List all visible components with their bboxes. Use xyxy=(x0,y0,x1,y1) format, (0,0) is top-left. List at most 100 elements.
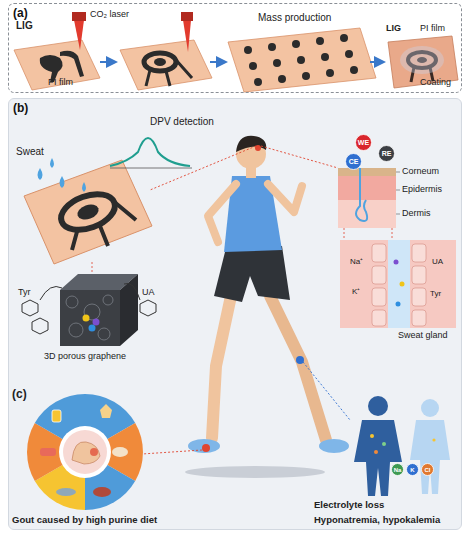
ion-dot xyxy=(370,434,374,438)
ion-dot xyxy=(382,442,386,446)
figure-body xyxy=(410,420,450,494)
body-figure-light xyxy=(410,399,450,494)
lig-electrode xyxy=(154,58,166,66)
text-label: Corneum xyxy=(402,167,439,177)
lig-electrode xyxy=(278,75,286,83)
electrode-circle: WE xyxy=(355,134,372,151)
panel-box: (b)WECERENaKCl xyxy=(8,98,462,530)
corneum-layer xyxy=(338,168,396,176)
text-label: UA xyxy=(432,258,443,267)
sensor-spot xyxy=(296,356,304,364)
process-arrow xyxy=(100,61,116,63)
cell xyxy=(372,310,386,326)
tyr-molecule xyxy=(22,300,38,316)
ground-shadow xyxy=(185,466,325,478)
text-label: Sweat xyxy=(16,146,44,157)
cell xyxy=(412,244,426,262)
cell xyxy=(412,266,426,284)
binding-arc xyxy=(124,283,140,300)
liver-icon xyxy=(93,487,111,497)
molecule-dot xyxy=(89,325,96,332)
text-label: PI film xyxy=(48,78,73,88)
circle-label: Na xyxy=(394,467,402,473)
process-arrow xyxy=(210,61,226,63)
text-label: Mass production xyxy=(258,12,331,23)
lig-electrode xyxy=(268,43,276,51)
cell xyxy=(372,288,386,306)
circle-label: WE xyxy=(358,139,369,146)
lig-electrode xyxy=(297,56,305,64)
cell xyxy=(372,244,386,262)
text-label: Coating xyxy=(420,78,451,88)
circle-shape xyxy=(422,464,434,476)
runner-shoe xyxy=(319,439,349,453)
pi-film xyxy=(120,40,212,90)
lig-electrode xyxy=(302,72,310,80)
runner-hair xyxy=(236,136,266,152)
panel-background xyxy=(8,98,462,530)
lig-electrode xyxy=(244,46,252,54)
circle-shape xyxy=(346,154,362,170)
gland-channel xyxy=(388,240,410,328)
tick xyxy=(396,214,400,215)
panel-label: (b) xyxy=(13,101,28,115)
porous-texture xyxy=(66,295,113,340)
laser-head xyxy=(72,12,86,21)
leader-line xyxy=(142,450,202,454)
pore xyxy=(103,295,113,305)
zoom-line xyxy=(92,262,93,272)
lig-electrode xyxy=(292,40,300,48)
tyr-molecule xyxy=(32,318,48,334)
working-electrode xyxy=(75,202,100,223)
cell xyxy=(372,266,386,284)
sensor-patch xyxy=(24,160,152,264)
text-label: Sweat gland xyxy=(398,331,448,341)
text-label: Epidermis xyxy=(402,185,442,195)
text-label: Tyr xyxy=(430,290,441,299)
lig-electrode xyxy=(350,66,358,74)
body-figure-dark xyxy=(354,396,402,496)
text-label: LIG xyxy=(16,20,33,31)
cell xyxy=(412,288,426,306)
pi-film xyxy=(14,40,100,90)
text-label: Tyr xyxy=(18,288,31,298)
leader-line xyxy=(303,362,350,420)
sweat-drop xyxy=(38,158,87,192)
lig-electrode xyxy=(254,78,262,86)
binding-arc xyxy=(40,287,62,301)
figure-head xyxy=(421,399,439,417)
ion-dot xyxy=(394,260,399,265)
ion-circle: Cl xyxy=(421,463,434,476)
runner-arm xyxy=(268,184,302,212)
runner-arm xyxy=(208,184,236,242)
text-label: Electrolyte loss xyxy=(314,500,384,510)
runner-shorts xyxy=(214,246,290,302)
beer-icon xyxy=(52,410,61,422)
gland-tissue xyxy=(340,240,456,328)
fish-icon xyxy=(56,488,76,496)
lig-electrode xyxy=(326,69,334,77)
dpv-axis xyxy=(110,168,192,169)
gland-cells xyxy=(372,244,426,326)
inflammation-spot xyxy=(90,448,98,456)
graphene-cube xyxy=(60,290,120,346)
meat-icon xyxy=(40,448,56,456)
panel-label: (a) xyxy=(13,6,28,20)
text-label: (c) xyxy=(12,388,27,401)
zoom-line xyxy=(344,228,392,240)
runner-leg xyxy=(212,296,231,438)
text-label: Dermis xyxy=(402,209,431,219)
circle-label: CE xyxy=(349,158,359,165)
coating-layer xyxy=(400,46,444,74)
pore xyxy=(66,296,78,308)
circle-label: RE xyxy=(382,150,392,157)
electrode-circle: CE xyxy=(345,153,362,170)
tick xyxy=(396,172,400,173)
lig-electrode xyxy=(321,53,329,61)
text-label: Hyponatremia, hypokalemia xyxy=(314,515,440,525)
laser-head xyxy=(181,12,193,21)
lig-electrode xyxy=(345,50,353,58)
panel-box: (a) xyxy=(8,3,462,93)
text-label: Na⁺ xyxy=(350,258,363,267)
runner-leg xyxy=(270,296,326,440)
